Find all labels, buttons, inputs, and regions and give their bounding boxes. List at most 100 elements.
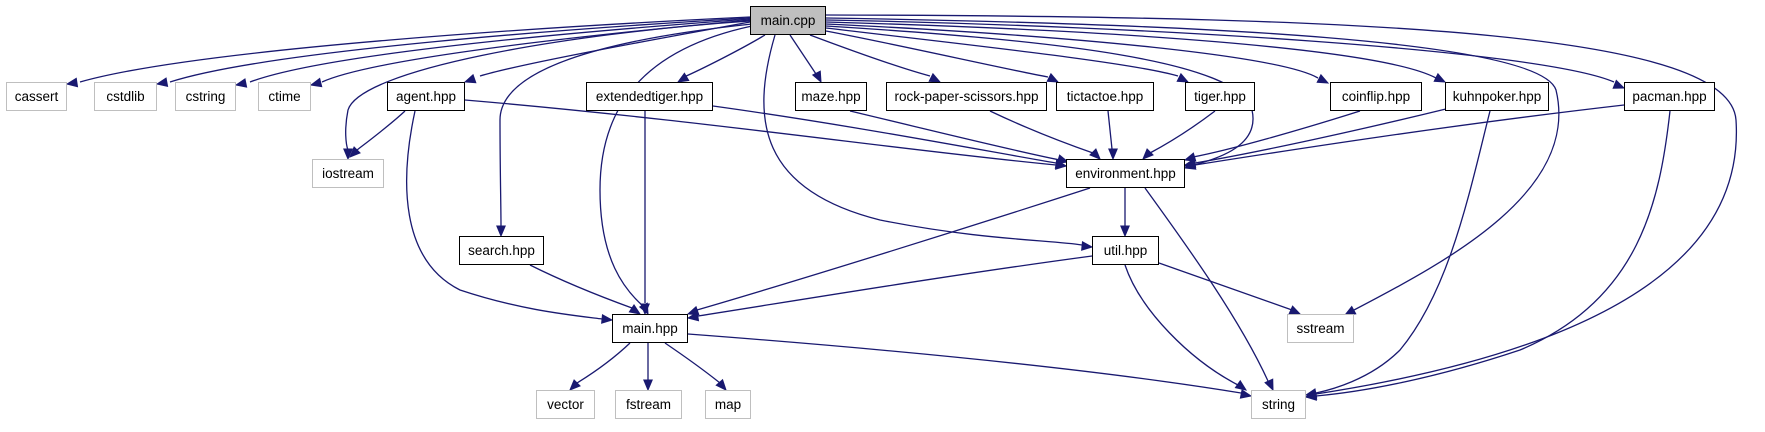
- edge-arrowhead: [1081, 241, 1094, 251]
- edge-arrowhead: [1056, 154, 1070, 164]
- edge-line: [789, 34, 817, 75]
- edge-line: [576, 342, 631, 384]
- node-util-hpp[interactable]: util.hpp: [1092, 236, 1159, 265]
- edge-line: [697, 255, 1093, 317]
- node-vector: vector: [536, 390, 595, 419]
- edge-line: [345, 20, 751, 151]
- edge-line: [989, 110, 1094, 154]
- edge-arrowhead: [349, 146, 361, 158]
- edge-line: [1124, 264, 1239, 386]
- node-ctime: ctime: [258, 82, 311, 111]
- node-rock-paper-scissors-hpp[interactable]: rock-paper-scissors.hpp: [886, 82, 1047, 111]
- node-kuhnpoker-hpp[interactable]: kuhnpoker.hpp: [1445, 82, 1549, 111]
- edge-arrowhead: [155, 77, 169, 88]
- edge-main-cpp-to-tiger-hpp: [825, 27, 1190, 83]
- edge-arrowhead: [640, 303, 650, 316]
- edge-kuhnpoker-hpp-to-string: [1304, 110, 1491, 398]
- edge-pacman-hpp-to-environment-hpp: [1183, 104, 1625, 170]
- edge-arrowhead: [496, 225, 506, 238]
- edge-maze-hpp-to-environment-hpp: [849, 110, 1070, 164]
- edge-main-cpp-to-search-hpp: [496, 23, 753, 238]
- edge-tictactoe-hpp-to-environment-hpp: [1107, 110, 1118, 161]
- edge-environment-hpp-to-util-hpp: [1120, 188, 1130, 238]
- node-agent-hpp[interactable]: agent.hpp: [387, 82, 465, 111]
- node-tictactoe-hpp[interactable]: tictactoe.hpp: [1056, 82, 1154, 111]
- edge-line: [356, 110, 406, 151]
- edge-line: [249, 18, 751, 83]
- edge-util-hpp-to-string: [1124, 264, 1248, 391]
- edge-line: [464, 99, 1057, 166]
- node-pacman-hpp[interactable]: pacman.hpp: [1624, 82, 1715, 111]
- edge-line: [825, 21, 1437, 79]
- edge-arrowhead: [309, 77, 323, 88]
- edge-main-hpp-to-fstream: [643, 343, 653, 392]
- edge-coinflip-hpp-to-environment-hpp: [1183, 110, 1361, 162]
- edge-arrowhead: [1142, 148, 1154, 160]
- edge-arrowhead: [628, 304, 642, 315]
- edge-arrowhead: [1239, 389, 1253, 399]
- edge-line: [79, 16, 751, 83]
- node-iostream: iostream: [312, 159, 384, 188]
- edge-line: [825, 27, 1179, 77]
- edge-arrowhead: [1046, 72, 1060, 83]
- edge-main-cpp-to-cstdlib: [155, 17, 751, 88]
- edge-util-hpp-to-sstream: [1158, 262, 1302, 315]
- edge-arrowhead: [1264, 378, 1274, 392]
- edge-main-cpp-to-maze-hpp: [789, 34, 822, 84]
- edge-environment-hpp-to-main-hpp: [686, 187, 1091, 316]
- node-main-cpp[interactable]: main.cpp: [750, 6, 826, 35]
- edge-environment-hpp-to-string: [1144, 187, 1274, 392]
- edge-agent-hpp-to-iostream: [349, 110, 406, 158]
- node-coinflip-hpp[interactable]: coinflip.hpp: [1330, 82, 1422, 111]
- edge-line: [825, 14, 1737, 395]
- edge-line: [169, 17, 751, 83]
- node-extendedtiger-hpp[interactable]: extendedtiger.hpp: [586, 82, 713, 111]
- edge-extendedtiger-hpp-to-environment-hpp: [712, 105, 1068, 169]
- edge-main-cpp-to-cassert: [65, 16, 751, 88]
- edge-line: [1315, 110, 1671, 397]
- edge-line: [529, 264, 633, 309]
- edge-main-cpp-to-util-hpp: [763, 34, 1094, 251]
- edge-arrowhead: [928, 72, 942, 83]
- node-environment-hpp[interactable]: environment.hpp: [1066, 159, 1185, 188]
- edge-main-cpp-to-extendedtiger-hpp: [676, 34, 766, 83]
- node-string: string: [1251, 390, 1306, 419]
- edge-line: [825, 23, 1319, 79]
- edge-arrowhead: [676, 72, 690, 83]
- edge-line: [1158, 262, 1293, 311]
- edge-line: [1144, 187, 1269, 382]
- edge-rock-paper-scissors-hpp-to-environment-hpp: [989, 110, 1101, 160]
- edge-main-cpp-to-cstring: [234, 18, 751, 88]
- edge-line: [809, 34, 931, 77]
- edge-agent-hpp-to-main-hpp: [406, 110, 614, 324]
- edge-arrowhead: [343, 148, 353, 161]
- edge-arrowhead: [463, 73, 477, 84]
- edge-arrowhead: [601, 314, 614, 324]
- edge-arrowhead: [1612, 79, 1626, 89]
- edge-main-cpp-to-tictactoe-hpp: [825, 30, 1060, 83]
- edge-line: [763, 34, 1083, 246]
- edge-line: [599, 25, 753, 307]
- node-tiger-hpp[interactable]: tiger.hpp: [1185, 82, 1255, 111]
- edge-arrowhead: [1288, 305, 1302, 315]
- edge-arrowhead: [811, 70, 822, 84]
- node-main-hpp[interactable]: main.hpp: [612, 314, 688, 343]
- edge-line: [1315, 110, 1491, 394]
- node-maze-hpp[interactable]: maze.hpp: [795, 82, 867, 111]
- edge-main-hpp-to-vector: [569, 342, 631, 391]
- edge-line: [825, 19, 1615, 83]
- edge-arrowhead: [1176, 72, 1190, 83]
- node-search-hpp[interactable]: search.hpp: [459, 236, 544, 265]
- edge-tiger-hpp-to-environment-hpp: [1142, 110, 1216, 160]
- node-map: map: [705, 390, 751, 419]
- edge-arrowhead: [65, 77, 79, 88]
- edge-line: [1194, 104, 1625, 166]
- edge-arrowhead: [643, 379, 653, 392]
- edge-line: [1149, 110, 1216, 154]
- edge-arrowhead: [1234, 379, 1248, 391]
- edge-line: [825, 17, 1560, 311]
- edge-main-cpp-to-string: [825, 14, 1737, 400]
- edge-main-cpp-to-iostream: [343, 20, 751, 161]
